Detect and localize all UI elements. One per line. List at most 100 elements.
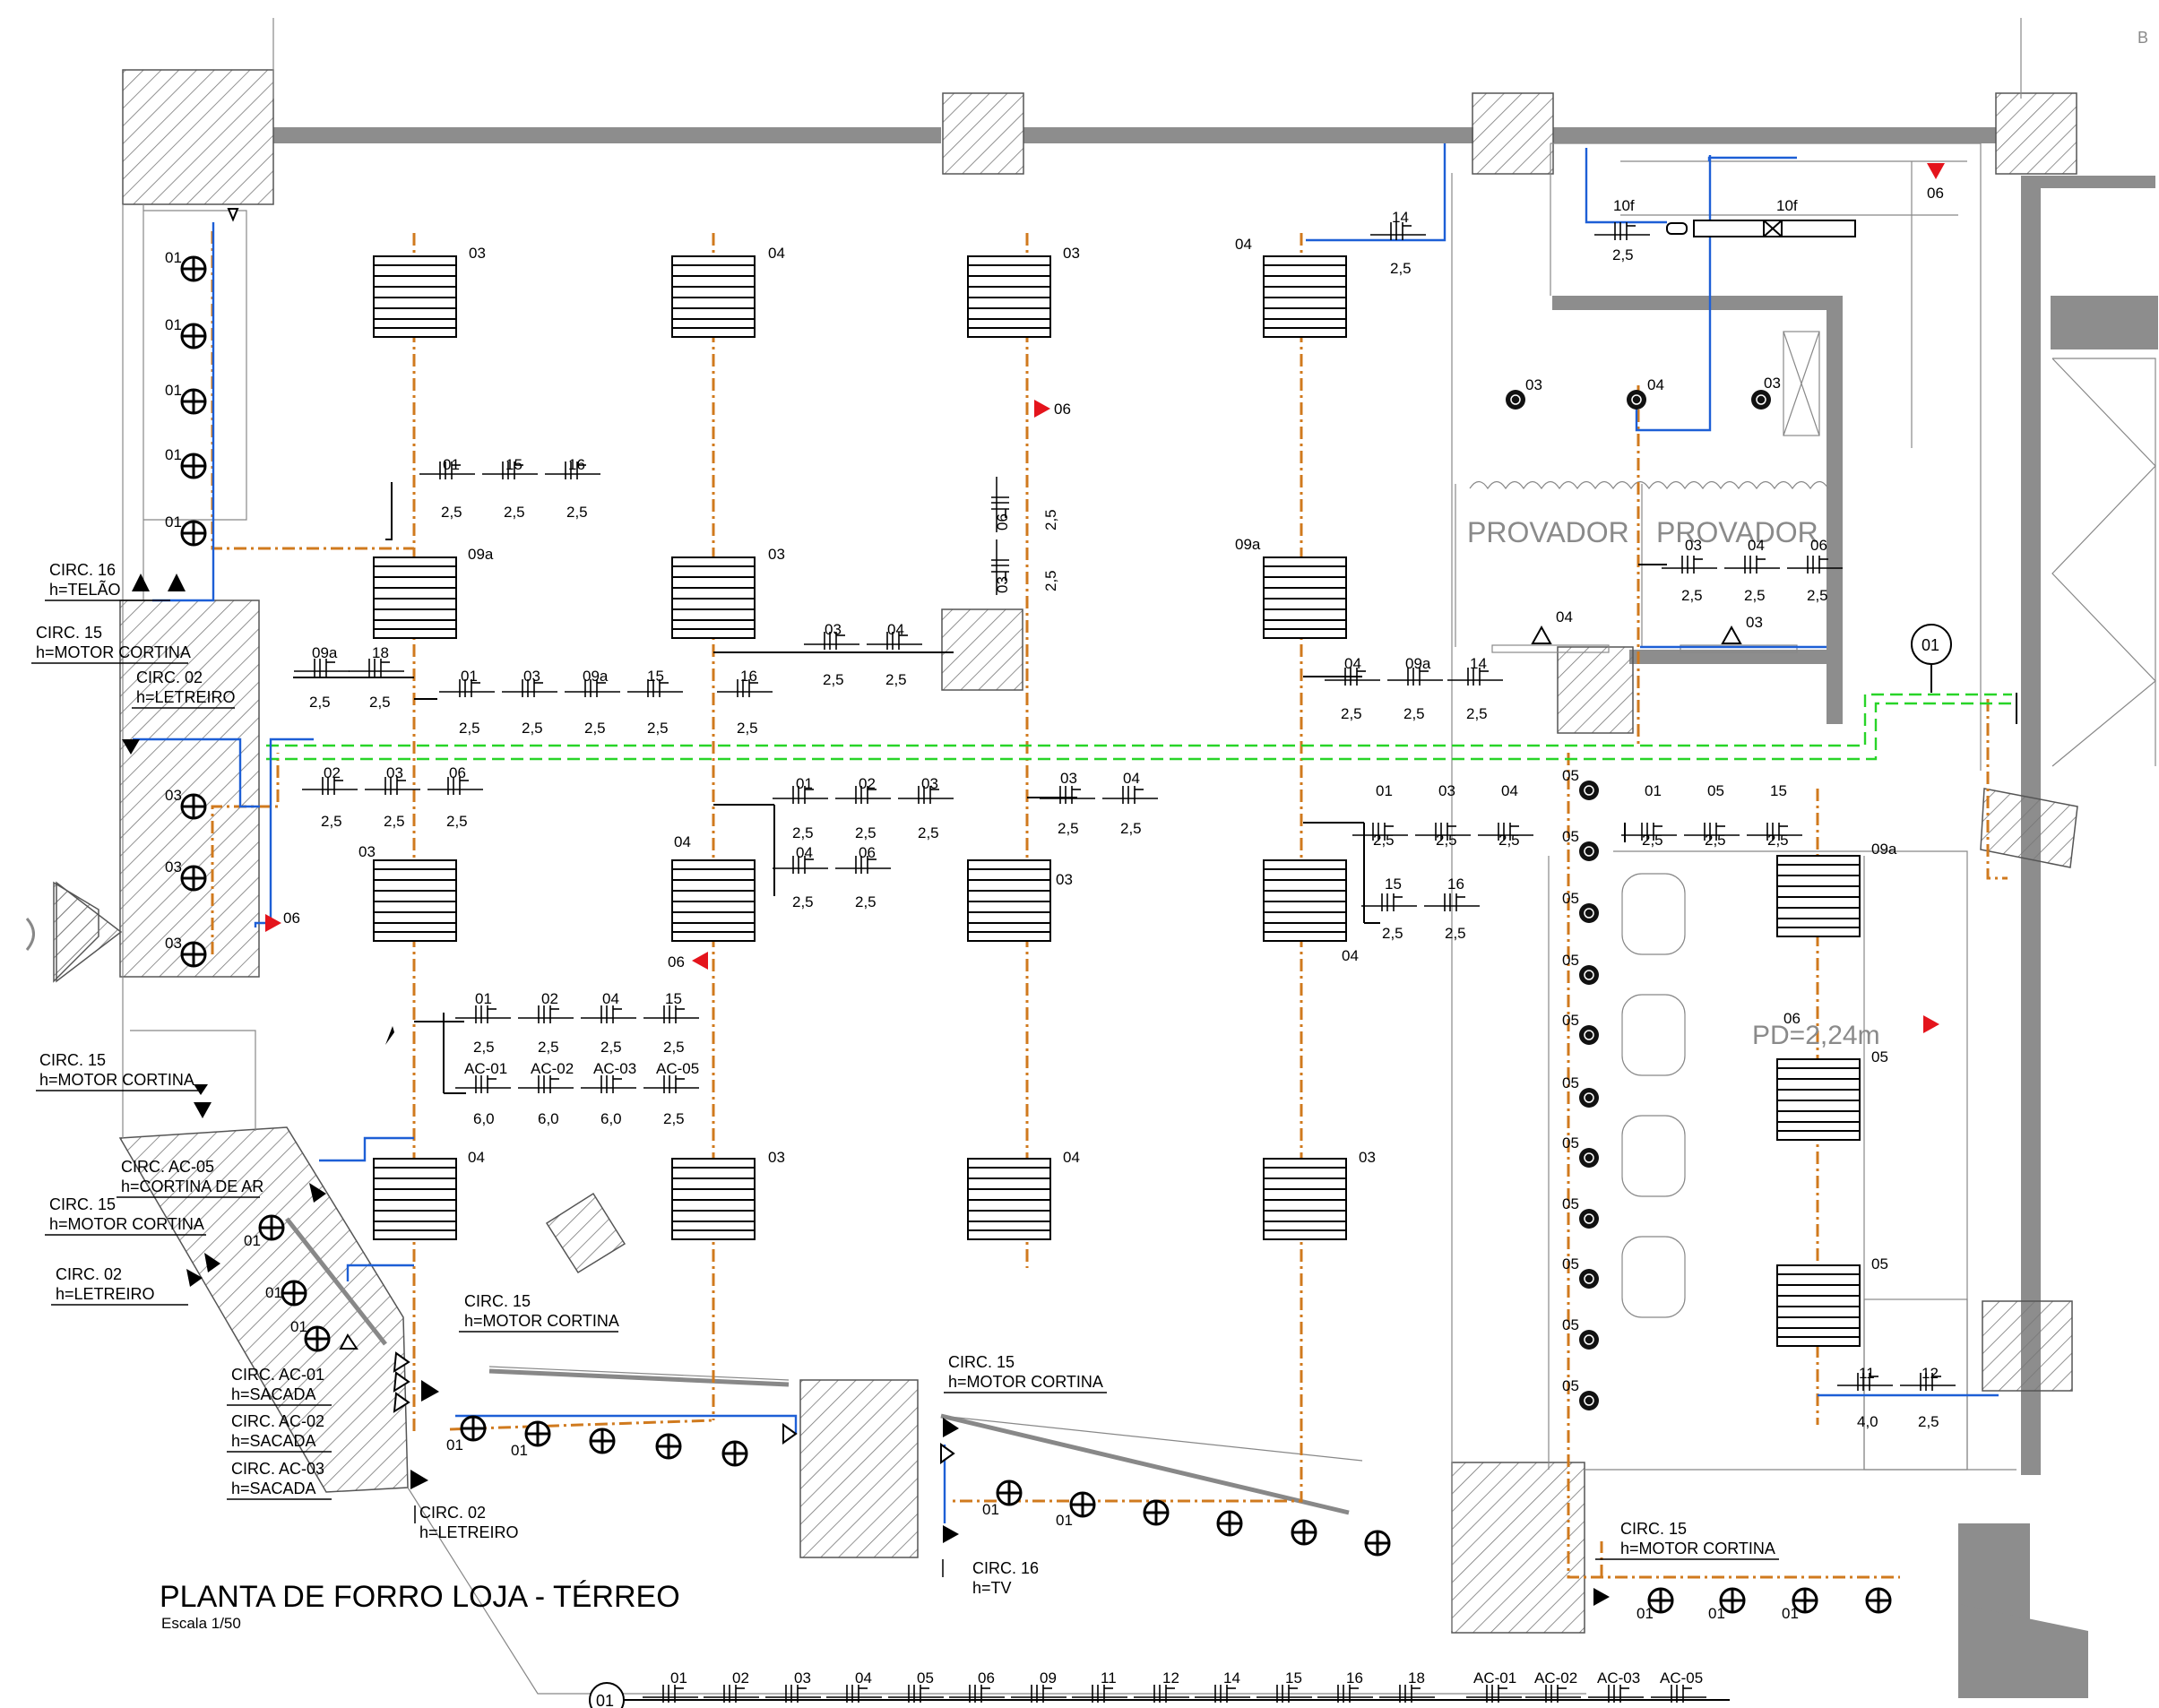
svg-text:03: 03 [825,621,842,638]
svg-text:2,5: 2,5 [1373,832,1395,849]
svg-text:03: 03 [794,1669,811,1686]
svg-text:2,5: 2,5 [309,694,331,711]
svg-text:04: 04 [602,990,619,1007]
legend-circuits: 01 02 03 04 05 06 09 11 12 14 15 16 18 A… [670,1669,1703,1686]
svg-text:AC-05: AC-05 [656,1060,699,1077]
svg-text:2,5: 2,5 [600,1039,622,1056]
svg-text:03: 03 [1764,375,1781,392]
svg-text:2,5: 2,5 [1445,925,1466,942]
callout: CIRC. 15h=MOTOR CORTINA [45,1195,206,1236]
svg-text:03: 03 [1063,245,1080,262]
svg-text:2,5: 2,5 [1918,1413,1939,1430]
svg-text:04: 04 [674,833,691,850]
svg-text:01: 01 [461,668,478,685]
svg-text:AC-05: AC-05 [1660,1669,1703,1686]
svg-text:15: 15 [505,456,522,473]
svg-text:CIRC. 15: CIRC. 15 [39,1051,106,1069]
svg-text:10f: 10f [1776,197,1798,214]
svg-text:09a: 09a [1235,536,1261,553]
svg-text:03: 03 [1746,614,1763,631]
svg-text:CIRC. AC-05: CIRC. AC-05 [121,1158,214,1176]
svg-text:CIRC. AC-02: CIRC. AC-02 [231,1412,324,1430]
callout: CIRC. 16h=TELÃO [45,561,170,601]
callout: CIRC. AC-03h=SACADA [227,1460,332,1500]
svg-text:2,5: 2,5 [1058,820,1079,837]
svg-text:04: 04 [855,1669,872,1686]
circuit-arrows [122,208,1742,1606]
svg-text:AC-01: AC-01 [464,1060,507,1077]
svg-text:04: 04 [1748,537,1765,554]
svg-text:2,5: 2,5 [1807,587,1828,604]
svg-text:09a: 09a [468,546,494,563]
svg-text:04: 04 [1647,376,1664,393]
svg-text:2,5: 2,5 [1767,832,1789,849]
svg-text:2,5: 2,5 [663,1110,685,1127]
svg-text:03: 03 [523,668,540,685]
socket-markers [265,163,1945,1033]
legend-marker-label: 01 [596,1692,614,1708]
fixture-labels: 03 04 03 04 09a 03 09a 03 04 03 04 04 03… [165,185,1944,1622]
svg-text:01: 01 [165,382,182,399]
svg-text:2,5: 2,5 [1681,587,1703,604]
svg-text:h=MOTOR CORTINA: h=MOTOR CORTINA [49,1215,204,1233]
svg-text:01: 01 [796,775,813,792]
svg-text:09a: 09a [312,644,338,661]
svg-text:2,5: 2,5 [1403,705,1425,722]
svg-text:09: 09 [1040,1669,1057,1686]
svg-text:2,5: 2,5 [918,824,939,841]
corner-mark: B [2137,29,2148,47]
svg-text:AC-02: AC-02 [1534,1669,1577,1686]
svg-text:04: 04 [468,1149,485,1166]
svg-text:04: 04 [1123,770,1140,787]
svg-text:03: 03 [1438,782,1455,799]
svg-text:01: 01 [244,1232,261,1249]
svg-text:04: 04 [768,245,785,262]
svg-text:h=LETREIRO: h=LETREIRO [136,688,236,706]
svg-text:06: 06 [994,513,1011,531]
svg-text:01: 01 [1056,1512,1073,1529]
svg-text:12: 12 [1162,1669,1179,1686]
svg-text:CIRC. 02: CIRC. 02 [419,1504,486,1522]
svg-text:16: 16 [1346,1669,1363,1686]
svg-text:2,5: 2,5 [446,813,468,830]
callout: CIRC. 02h=LETREIRO [132,669,236,709]
svg-text:h=SACADA: h=SACADA [231,1479,316,1497]
svg-text:01: 01 [670,1669,687,1686]
svg-text:03: 03 [469,245,486,262]
svg-text:05: 05 [1562,767,1579,784]
svg-text:05: 05 [1871,1255,1888,1272]
svg-text:02: 02 [324,764,341,781]
svg-text:01: 01 [265,1284,282,1301]
svg-text:2,5: 2,5 [1436,832,1457,849]
svg-text:15: 15 [647,668,664,685]
svg-text:2,5: 2,5 [369,694,391,711]
svg-text:2,5: 2,5 [1120,820,1142,837]
svg-text:05: 05 [1871,1048,1888,1065]
svg-text:04: 04 [1556,608,1573,625]
svg-text:06: 06 [1054,401,1071,418]
svg-text:2,5: 2,5 [566,504,588,521]
svg-text:01: 01 [165,513,182,531]
svg-text:04: 04 [1235,236,1252,253]
svg-text:CIRC. AC-03: CIRC. AC-03 [231,1460,324,1478]
svg-text:01: 01 [446,1436,463,1454]
svg-text:6,0: 6,0 [473,1110,495,1127]
svg-text:09a: 09a [1405,655,1431,672]
svg-text:AC-03: AC-03 [1597,1669,1640,1686]
callout: CIRC. 16h=TV [942,1559,1039,1597]
svg-text:02: 02 [859,775,876,792]
svg-text:06: 06 [978,1669,995,1686]
svg-text:03: 03 [165,787,182,804]
svg-text:03: 03 [165,858,182,876]
svg-text:01: 01 [165,446,182,463]
svg-text:2,5: 2,5 [522,720,543,737]
section-markers [25,624,1952,1708]
svg-text:11: 11 [1859,1365,1875,1382]
svg-text:h=TV: h=TV [972,1579,1012,1597]
svg-text:03: 03 [1525,376,1542,393]
svg-text:01: 01 [475,990,492,1007]
svg-text:05: 05 [917,1669,934,1686]
callout: CIRC. AC-02h=SACADA [227,1412,332,1453]
svg-text:2,5: 2,5 [855,893,877,910]
